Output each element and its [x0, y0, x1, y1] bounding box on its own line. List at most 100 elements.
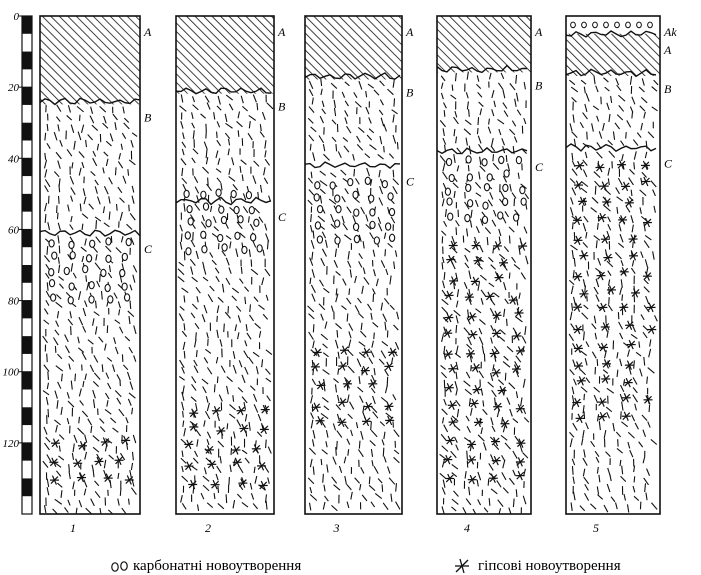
texture-dash	[649, 349, 651, 357]
texture-dash	[204, 420, 205, 426]
texture-dash	[182, 331, 186, 337]
texture-dash	[397, 312, 399, 320]
texture-dash	[479, 172, 480, 180]
texture-dash	[608, 178, 609, 185]
texture-dash	[310, 487, 312, 493]
texture-dash	[46, 300, 49, 305]
texture-dash	[347, 439, 350, 445]
carbonate-nodule	[499, 156, 504, 163]
texture-dash	[370, 441, 376, 446]
texture-dash	[611, 497, 615, 502]
texture-dash	[489, 73, 491, 79]
texture-dash	[453, 491, 458, 497]
gypsum-crystal	[619, 303, 628, 312]
texture-dash	[392, 110, 398, 114]
horizon-boundary	[176, 197, 271, 204]
texture-dash	[373, 250, 375, 257]
texture-dash	[573, 360, 575, 367]
texture-dash	[493, 154, 494, 161]
texture-dash	[242, 174, 243, 181]
texture-dash	[357, 136, 361, 142]
texture-dash	[455, 73, 456, 81]
gypsum-crystal	[316, 381, 325, 390]
texture-dash	[241, 96, 243, 103]
texture-dash	[79, 168, 81, 176]
texture-dash	[651, 503, 657, 510]
texture-dash	[440, 454, 447, 459]
texture-dash	[90, 365, 93, 372]
texture-dash	[569, 432, 573, 437]
texture-dash	[347, 485, 351, 490]
texture-dash	[191, 240, 195, 247]
texture-dash	[47, 143, 50, 148]
texture-dash	[194, 366, 198, 373]
texture-dash	[454, 310, 461, 316]
carbonate-nodule	[514, 214, 519, 221]
texture-dash	[620, 333, 623, 339]
texture-dash	[217, 415, 219, 421]
texture-dash	[45, 203, 47, 211]
texture-dash	[645, 152, 646, 158]
texture-dash	[366, 91, 367, 97]
texture-dash	[324, 406, 329, 410]
carbonate-nodule	[234, 206, 239, 213]
texture-dash	[253, 95, 256, 103]
gypsum-crystal	[78, 441, 87, 450]
texture-dash	[596, 240, 597, 248]
gypsum-crystal	[492, 456, 501, 465]
texture-dash	[195, 204, 200, 211]
texture-dash	[366, 215, 368, 222]
texture-dash	[378, 479, 382, 483]
texture-dash	[193, 232, 194, 241]
texture-dash	[58, 235, 59, 243]
texture-dash	[333, 424, 335, 431]
gypsum-crystal	[518, 242, 527, 251]
carbonate-nodule	[216, 189, 221, 196]
texture-dash	[311, 420, 313, 429]
texture-dash	[233, 395, 234, 402]
texture-dash	[442, 257, 443, 263]
gypsum-crystal	[446, 436, 455, 445]
texture-dash	[510, 184, 511, 191]
texture-dash	[598, 343, 602, 349]
texture-dash	[313, 430, 315, 438]
texture-dash	[644, 287, 650, 293]
texture-dash	[509, 235, 510, 243]
horizon-label: A	[277, 25, 286, 39]
texture-dash	[572, 188, 576, 196]
texture-dash	[73, 444, 74, 453]
texture-dash	[584, 449, 585, 457]
texture-dash	[618, 95, 625, 101]
texture-dash	[245, 340, 247, 346]
carbonate-nodule	[520, 187, 525, 194]
texture-dash	[597, 223, 598, 230]
texture-dash	[195, 451, 198, 457]
texture-dash	[123, 365, 128, 370]
carbonate-nodule	[336, 206, 341, 213]
texture-dash	[120, 198, 125, 203]
gypsum-crystal	[468, 312, 477, 321]
scale-bar-segment	[22, 229, 32, 247]
texture-dash	[478, 499, 481, 505]
texture-dash	[100, 274, 101, 282]
texture-dash	[572, 303, 573, 311]
gypsum-crystal	[601, 322, 610, 331]
texture-dash	[478, 435, 484, 441]
texture-dash	[634, 151, 636, 159]
carbonate-nodule	[49, 269, 54, 276]
carbonate-nodule	[68, 297, 73, 304]
texture-dash	[68, 205, 70, 212]
texture-dash	[492, 90, 494, 98]
texture-dash	[229, 267, 231, 273]
texture-dash	[47, 246, 48, 255]
carbonate-nodule	[89, 296, 94, 303]
texture-dash	[129, 393, 135, 398]
texture-dash	[93, 381, 98, 386]
texture-dash	[604, 505, 608, 512]
texture-dash	[114, 337, 116, 344]
texture-dash	[493, 364, 494, 371]
texture-dash	[580, 122, 583, 128]
texture-dash	[46, 397, 48, 405]
texture-dash	[570, 207, 572, 215]
texture-dash	[131, 488, 136, 495]
